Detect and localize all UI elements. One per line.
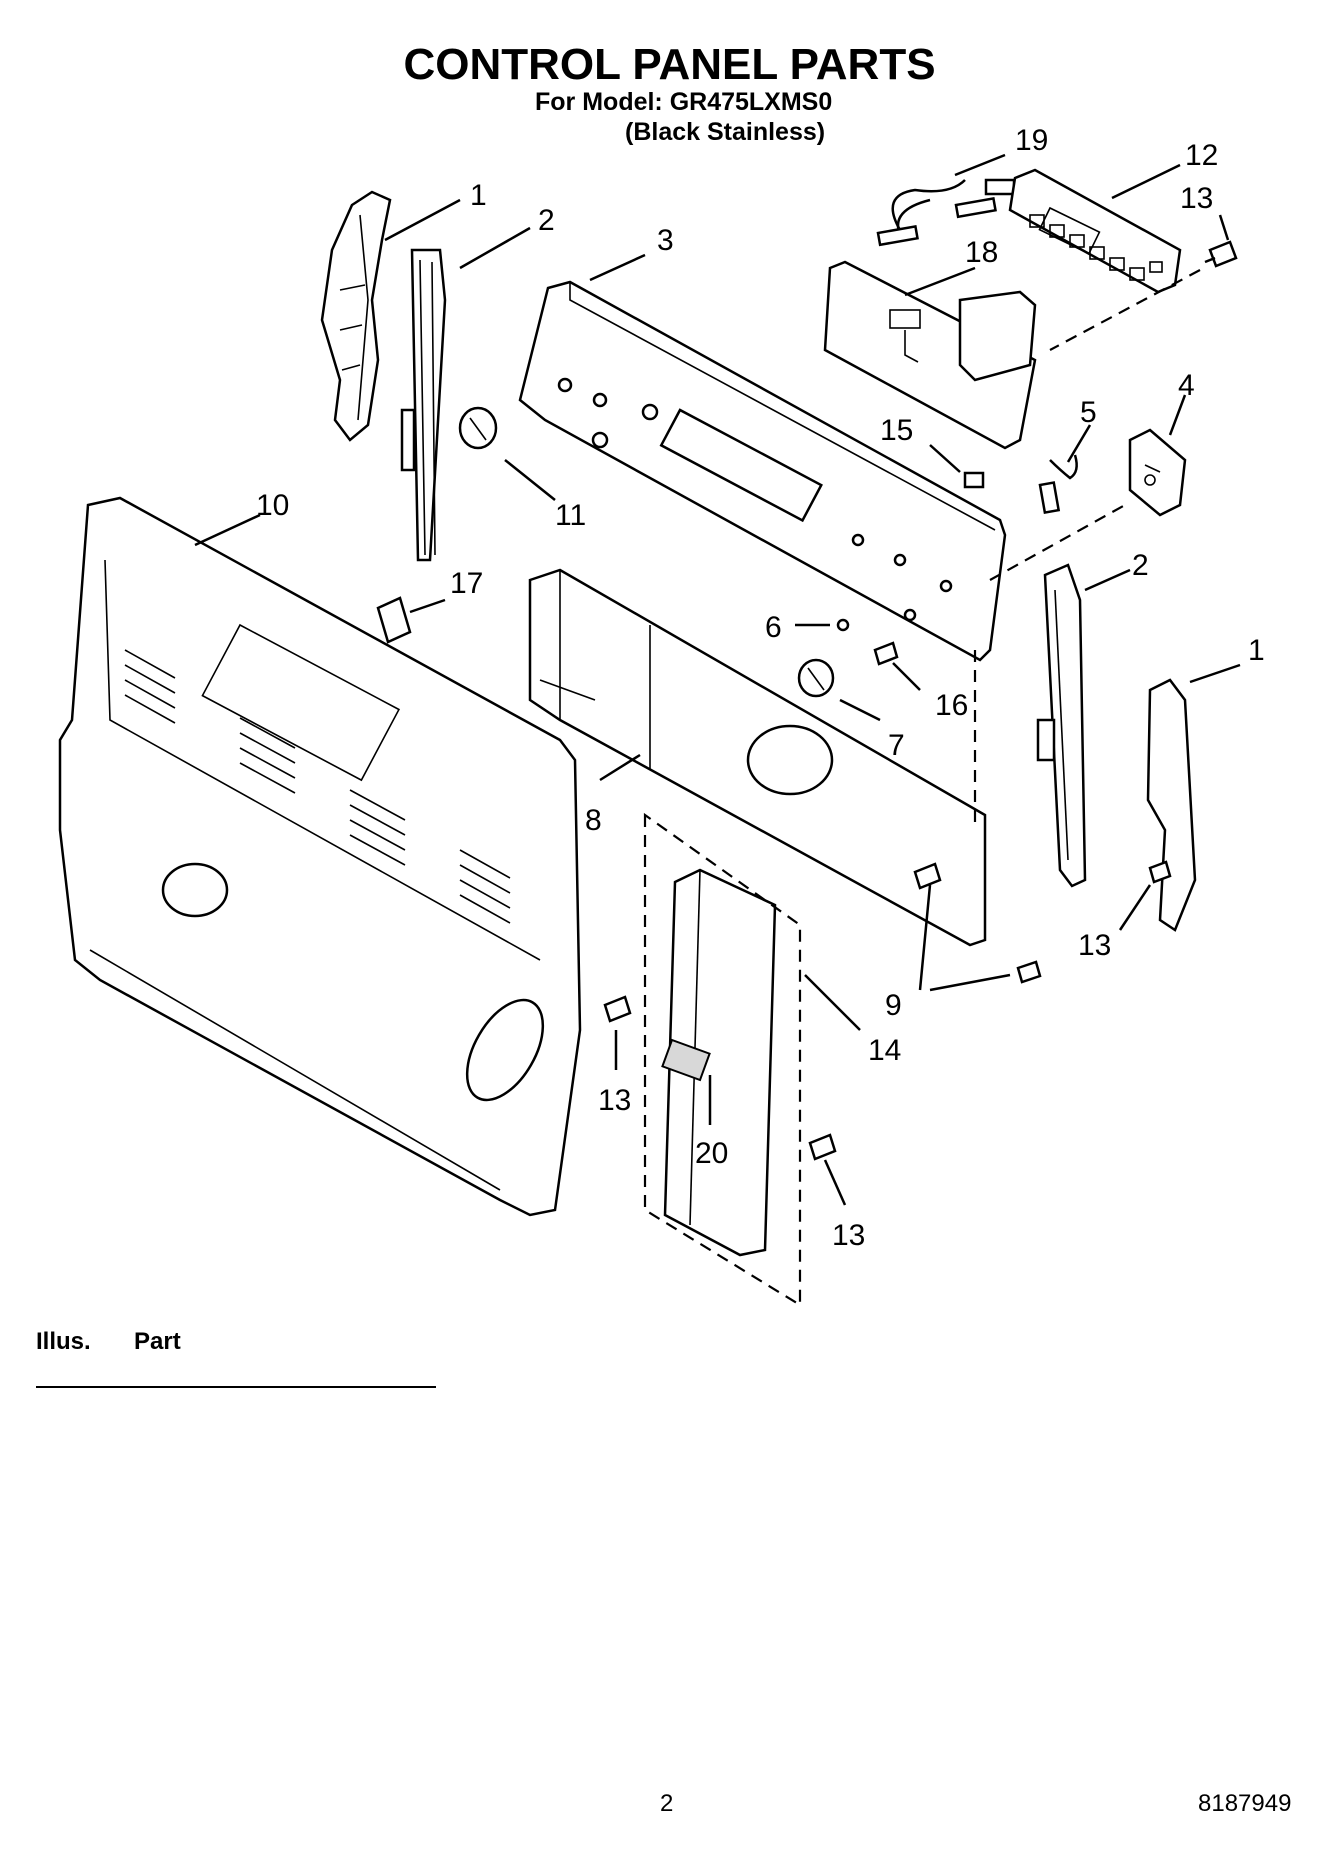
callout-17: 17 [450,567,483,600]
part-11-knob [458,406,498,450]
part-2-right-bracket [1036,563,1087,888]
callout-2b: 2 [1132,549,1149,582]
callout-15: 15 [880,414,913,447]
column-header-illus: Illus. [36,1328,91,1355]
part-17-clip [376,596,412,644]
finish-line: (Black Stainless) [625,118,826,146]
callout-8: 8 [585,804,602,837]
part-13-screw-top [1204,240,1238,268]
part-1-left-endcap [320,190,392,442]
callout-3: 3 [657,224,674,257]
part-6-screw [836,618,850,632]
part-10-rear-panel [58,496,582,1217]
part-8-manifold-panel [528,568,987,947]
leader-dashed-5 [989,504,1126,581]
part-12-control-overlay [1008,168,1182,294]
part-1-right-endcap [1146,678,1197,932]
document-number: 8187949 [1198,1790,1292,1817]
callout-14: 14 [868,1034,901,1067]
part-5-sensor [1038,454,1078,515]
part-16-screw [873,641,899,666]
callout-13b: 13 [1078,929,1111,962]
part-2-left-bracket [400,248,447,562]
callout-19: 19 [1015,124,1048,157]
leader-dashed-12-18 [1049,269,1201,351]
callout-20: 20 [695,1137,728,1170]
callout-10: 10 [256,489,289,522]
callout-2a: 2 [538,204,555,237]
part-14-shield [643,812,802,1307]
part-7-knob [797,658,835,698]
table-rule [36,1386,436,1388]
leader-lines [194,153,1241,1206]
callout-7: 7 [888,729,905,762]
part-15-clip [963,471,985,489]
callout-13c: 13 [598,1084,631,1117]
callout-13a: 13 [1180,182,1213,215]
callout-5: 5 [1080,396,1097,429]
part-19-wire-harness [876,178,1016,247]
callout-4: 4 [1178,369,1195,402]
callout-18: 18 [965,236,998,269]
callout-1a: 1 [470,179,487,212]
page-title: CONTROL PANEL PARTS [403,40,936,89]
callout-11: 11 [555,499,586,532]
part-20-label [661,1038,711,1082]
callout-6: 6 [765,611,782,644]
model-line: For Model: GR475LXMS0 [535,88,833,116]
part-4-switch [1128,428,1187,517]
callout-1b: 1 [1248,634,1265,667]
part-9-screw-a [913,862,942,890]
part-18-control-board [823,260,1037,450]
page-number: 2 [660,1790,674,1817]
callout-13d: 13 [832,1219,865,1252]
column-header-part: Part [134,1328,181,1355]
part-9-screw-b [1016,960,1042,984]
part-3-control-panel [518,280,1007,662]
callout-12: 12 [1185,139,1218,172]
part-13-screw-left [603,995,632,1023]
callout-16: 16 [935,689,968,722]
part-13-screw-bottom [808,1133,837,1161]
part-13-screw-right [1148,860,1172,884]
callout-9: 9 [885,989,902,1022]
